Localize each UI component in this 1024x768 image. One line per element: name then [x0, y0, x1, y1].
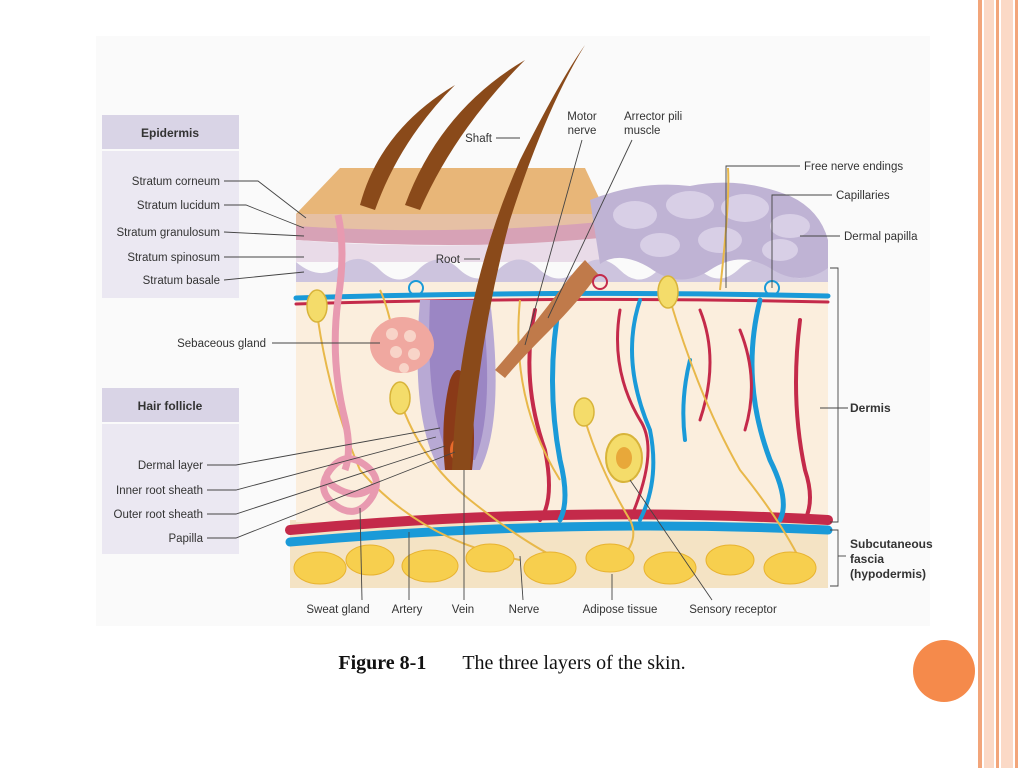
label-free-nerve-endings: Free nerve endings	[804, 161, 903, 173]
label-stratum-granulosum: Stratum granulosum	[116, 227, 220, 239]
label-inner-root-sheath: Inner root sheath	[116, 485, 203, 497]
main-hair-shaft	[452, 45, 585, 470]
label-motor-nerve-line2: nerve	[568, 125, 597, 137]
label-subcutaneous-line3: (hypodermis)	[850, 567, 926, 581]
sweat-gland	[320, 214, 380, 515]
hair-follicle-title: Hair follicle	[138, 399, 203, 413]
label-sebaceous-gland: Sebaceous gland	[177, 338, 266, 350]
arrector-pili-muscle	[495, 260, 598, 378]
label-subcutaneous-line1: Subcutaneous	[850, 537, 933, 551]
slide-border-stripe-5	[1015, 0, 1018, 768]
label-capillaries: Capillaries	[836, 190, 890, 202]
label-root: Root	[436, 254, 461, 266]
label-vein: Vein	[452, 604, 474, 616]
figure-caption: Figure 8-1 The three layers of the skin.	[0, 652, 1024, 675]
label-dermis: Dermis	[850, 401, 891, 415]
label-motor-nerve-line1: Motor	[567, 111, 597, 123]
label-adipose-tissue: Adipose tissue	[583, 604, 658, 616]
figure-number: Figure 8-1	[338, 652, 427, 674]
slide-border-stripe-3	[996, 0, 999, 768]
slide-border-stripe-2	[984, 0, 994, 768]
label-sensory-receptor: Sensory receptor	[689, 604, 777, 616]
label-shaft: Shaft	[465, 133, 493, 145]
label-stratum-basale: Stratum basale	[143, 275, 220, 287]
label-nerve: Nerve	[509, 604, 540, 616]
sebaceous-gland	[370, 317, 434, 373]
hair-follicle-panel: Hair follicle	[102, 388, 239, 554]
slide-border-stripe-4	[1001, 0, 1013, 768]
label-artery: Artery	[392, 604, 423, 616]
epidermis-title: Epidermis	[141, 126, 199, 140]
lower-vein	[285, 521, 833, 547]
label-arrector-pili-line2: muscle	[624, 125, 660, 137]
label-dermal-papilla: Dermal papilla	[844, 231, 918, 243]
label-subcutaneous-line2: fascia	[850, 552, 884, 566]
stratum-spinosum-band	[296, 238, 600, 262]
hair-shafts	[360, 45, 585, 470]
adipose-tissue	[293, 543, 817, 585]
diagram-labels: Stratum corneum Stratum lucidum Stratum …	[114, 111, 934, 616]
label-arrector-pili-line1: Arrector pili	[624, 111, 682, 123]
leader-lines	[207, 137, 848, 601]
label-papilla: Papilla	[168, 533, 203, 545]
label-outer-root-sheath: Outer root sheath	[114, 509, 204, 521]
slide-accent-circle	[913, 640, 975, 702]
label-sweat-gland: Sweat gland	[306, 604, 369, 616]
label-stratum-lucidum: Stratum lucidum	[137, 200, 220, 212]
nerves	[317, 167, 801, 561]
label-dermal-layer: Dermal layer	[138, 460, 203, 472]
epidermis-panel: Epidermis	[102, 115, 239, 298]
sensory-receptors	[306, 275, 679, 483]
label-stratum-spinosum: Stratum spinosum	[127, 252, 220, 264]
slide-border-stripe-1	[978, 0, 982, 768]
figure-caption-text: The three layers of the skin.	[462, 652, 686, 674]
label-stratum-corneum: Stratum corneum	[132, 176, 220, 188]
